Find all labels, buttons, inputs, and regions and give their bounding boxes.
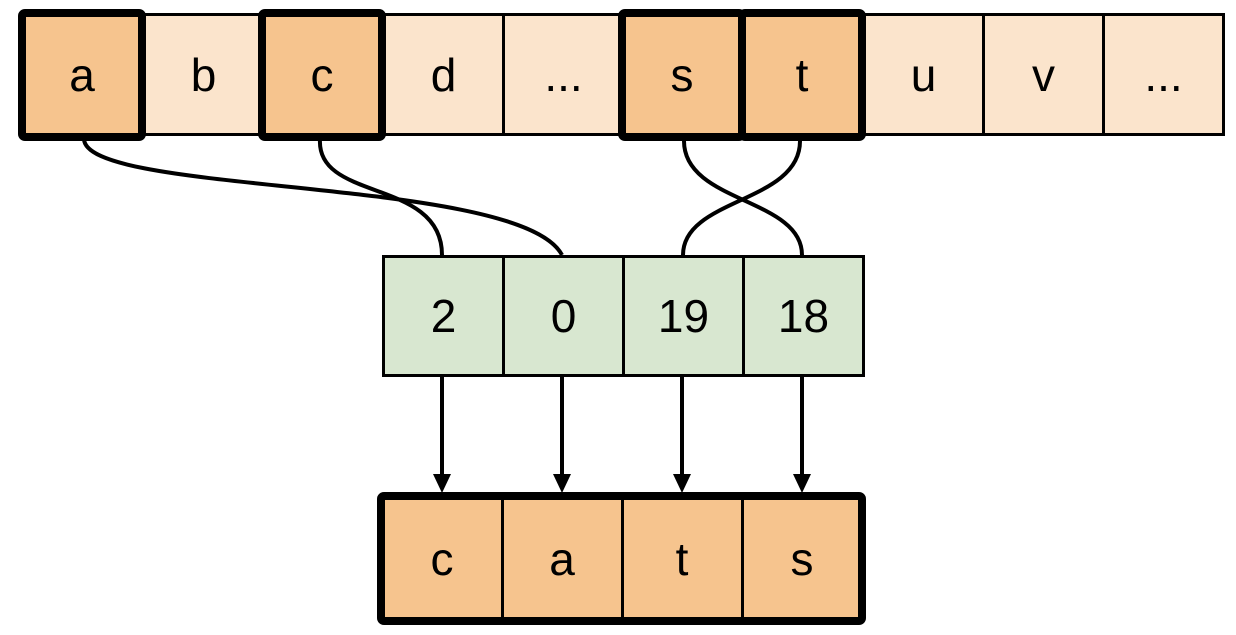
curve-a-to-0 (82, 138, 564, 256)
alphabet-cell-u: u (862, 13, 985, 136)
arrowhead-icon (553, 474, 571, 493)
alphabet-cell-ellipsis-1: ... (502, 13, 625, 136)
index-cell-3: 19 (622, 255, 745, 377)
output-separator (741, 500, 744, 617)
output-cell-4: s (790, 532, 814, 585)
alphabet-cell-a: a (18, 9, 146, 141)
alphabet-cell-v: v (982, 13, 1105, 136)
output-cell-3: t (675, 532, 689, 585)
output-separator (621, 500, 624, 617)
index-cell-2: 0 (502, 255, 625, 377)
alphabet-cell-ellipsis-2: ... (1102, 13, 1225, 136)
curve-s-to-18 (682, 140, 804, 256)
alphabet-cell-d: d (382, 13, 505, 136)
curve-t-to-19 (681, 140, 802, 256)
alphabet-cell-t: t (738, 9, 866, 141)
arrowhead-icon (673, 474, 691, 493)
alphabet-cell-c: c (258, 9, 386, 141)
index-cell-1: 2 (382, 255, 505, 377)
alphabet-cell-b: b (142, 13, 265, 136)
output-cell-2: a (549, 532, 575, 585)
arrowhead-icon (793, 474, 811, 493)
arrowhead-icon (433, 474, 451, 493)
alphabet-cell-s: s (618, 9, 746, 141)
index-cell-4: 18 (742, 255, 865, 377)
curve-c-to-2 (317, 138, 444, 256)
output-cell-1: c (430, 532, 454, 585)
output-separator (501, 500, 504, 617)
